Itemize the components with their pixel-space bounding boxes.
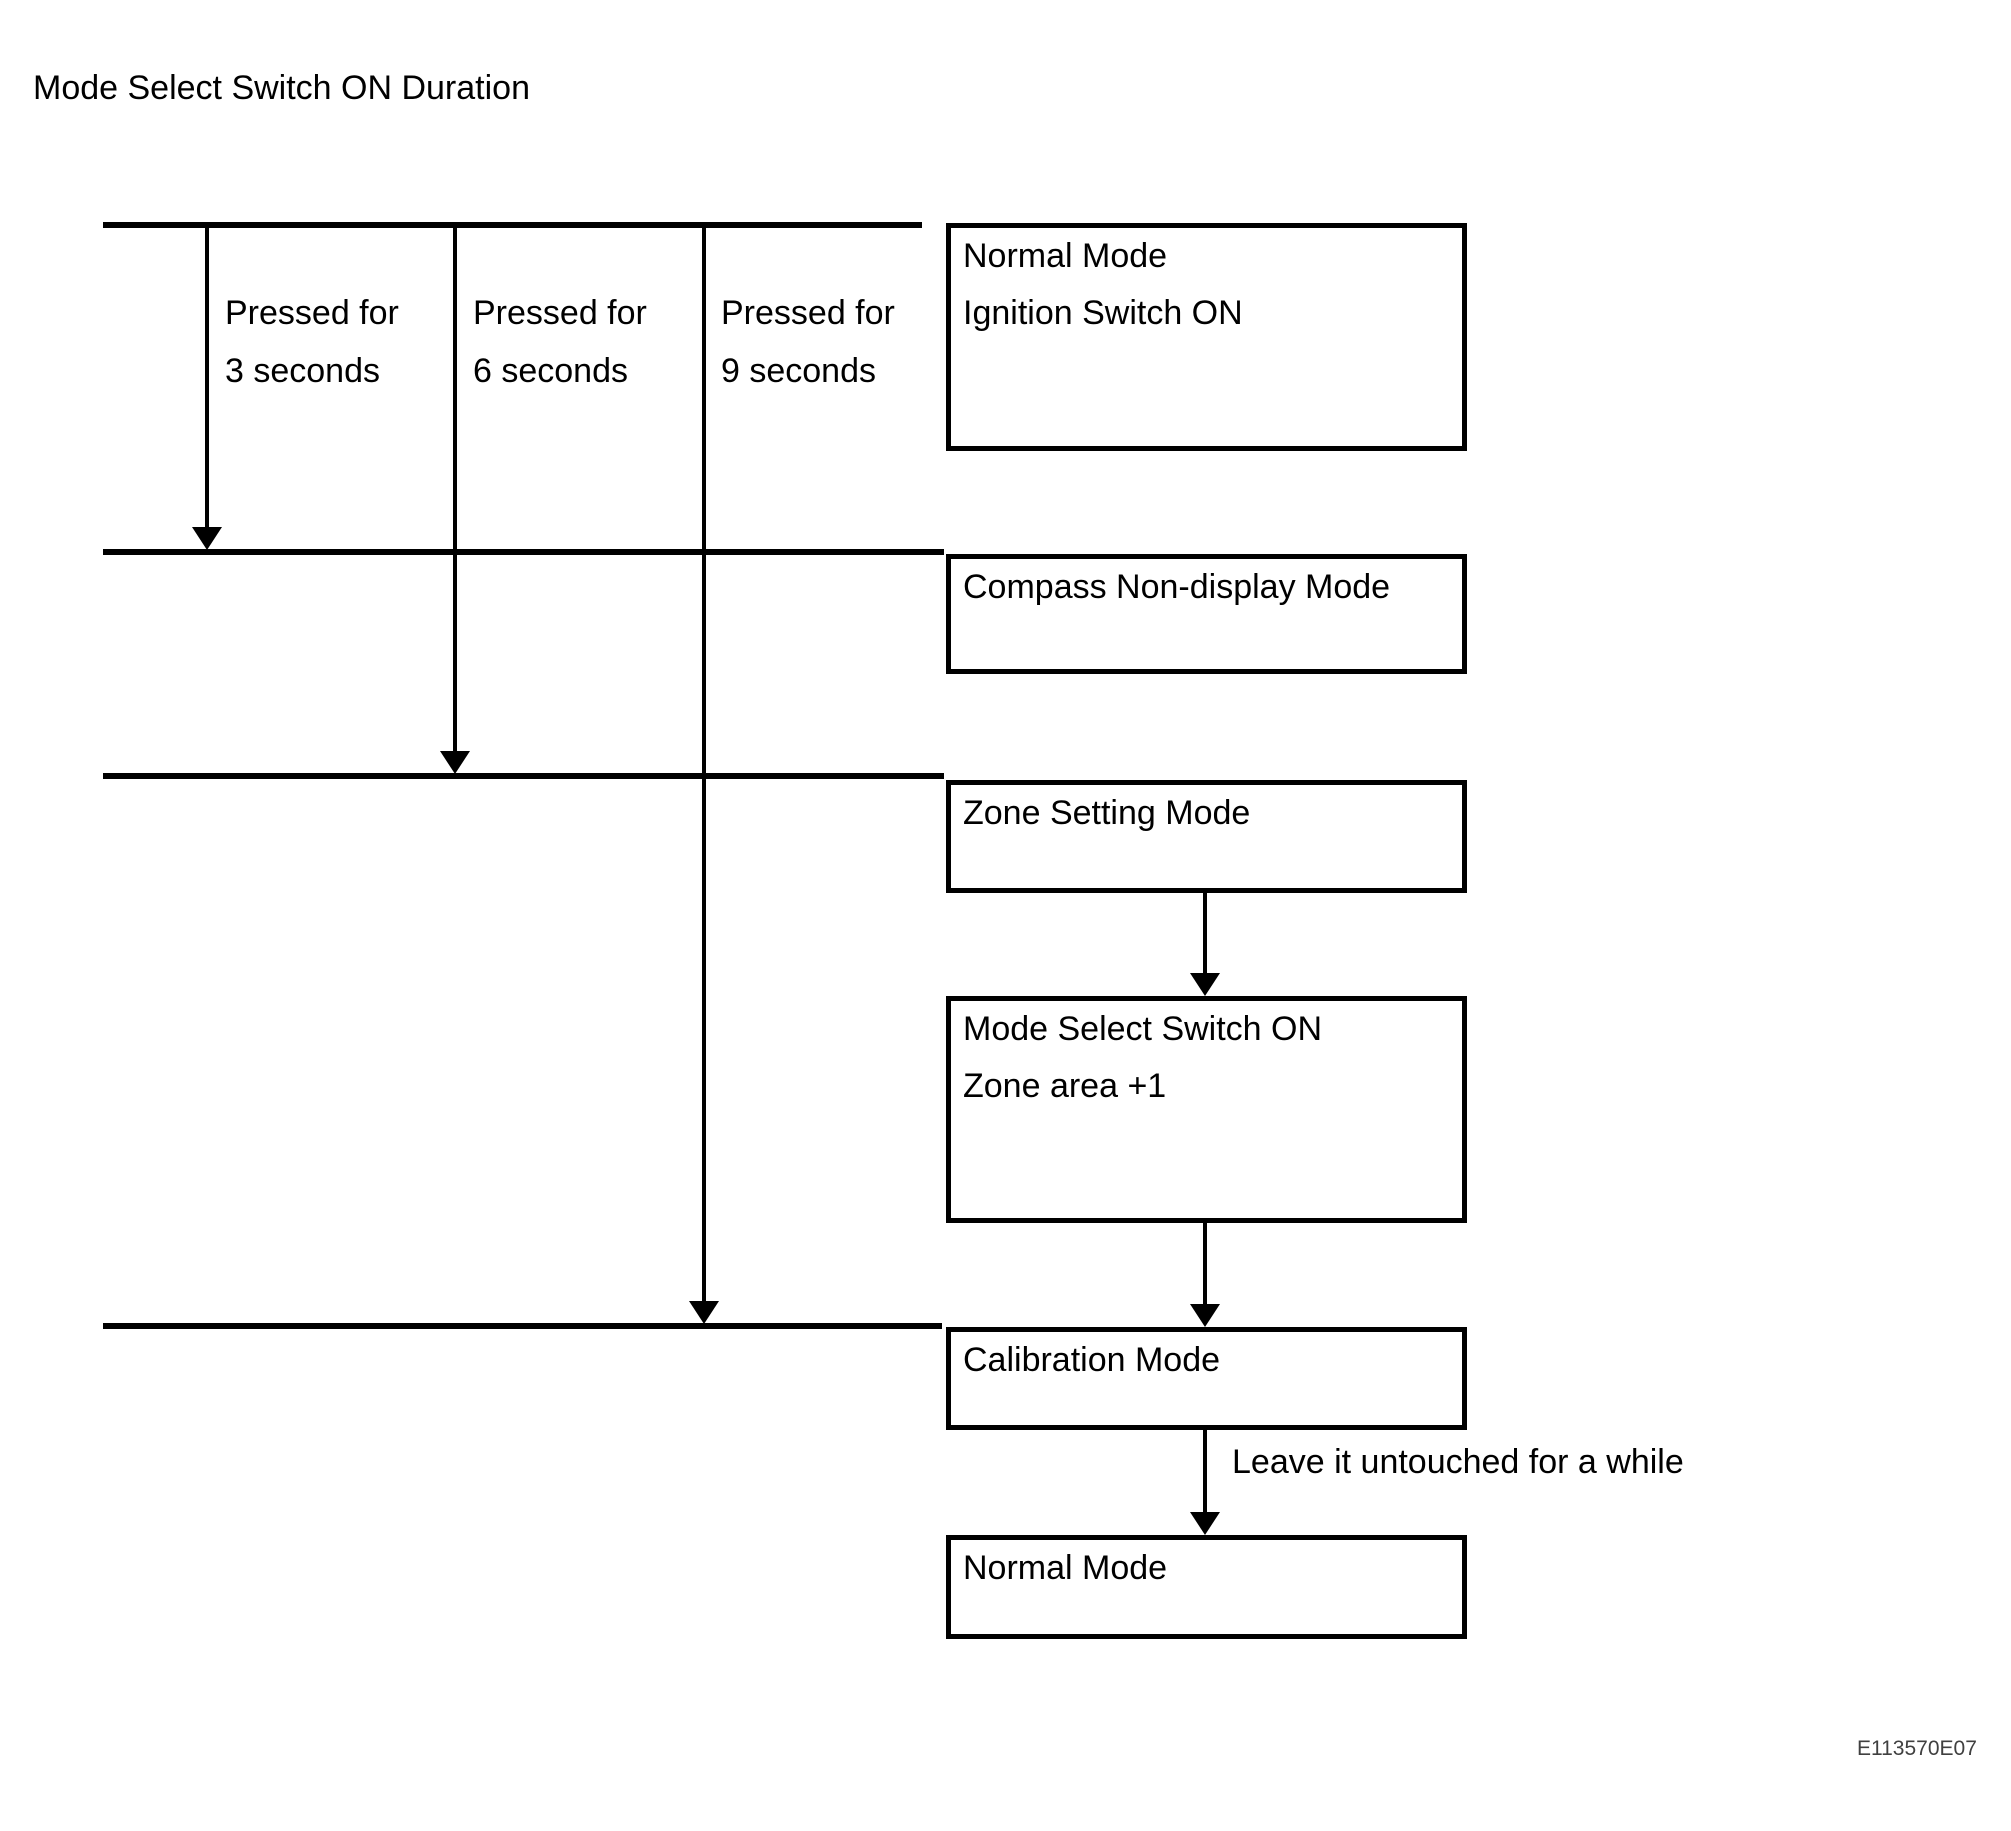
press-label-9s: Pressed for 9 seconds [721, 284, 895, 400]
press-label-9s-line1: Pressed for [721, 294, 895, 332]
mode-box-normal-start: Normal Mode Ignition Switch ON [946, 223, 1467, 451]
connector-zone-to-modeselect-line [1203, 893, 1207, 974]
connector-modeselect-to-calibration-arrowhead-icon [1190, 1304, 1220, 1327]
timeline-rule-3s [103, 549, 944, 555]
mode-box-calibration: Calibration Mode [946, 1327, 1467, 1430]
mode-box-mode-select-line1: Mode Select Switch ON [963, 1010, 1323, 1048]
connector-zone-to-modeselect-arrowhead-icon [1190, 973, 1220, 996]
connector-calibration-to-normal-arrowhead-icon [1190, 1512, 1220, 1535]
mode-box-mode-select-line2: Zone area +1 [963, 1067, 1167, 1105]
press-label-3s-line2: 3 seconds [225, 352, 380, 390]
mode-box-normal-start-line2: Ignition Switch ON [963, 294, 1243, 332]
press-9s-arrow-line [702, 225, 706, 1301]
timeline-rule-6s [103, 773, 944, 779]
mode-box-zone-setting: Zone Setting Mode [946, 780, 1467, 893]
connector-calibration-to-normal-line [1203, 1430, 1207, 1513]
press-6s-arrow-line [453, 225, 457, 751]
timeline-rule-start [103, 222, 922, 228]
mode-box-calibration-line1: Calibration Mode [963, 1341, 1221, 1379]
mode-box-normal-end: Normal Mode [946, 1535, 1467, 1639]
press-label-9s-line2: 9 seconds [721, 352, 876, 390]
press-label-6s-line1: Pressed for [473, 294, 647, 332]
leave-untouched-note: Leave it untouched for a while [1232, 1443, 1684, 1481]
mode-box-compass-non-display: Compass Non-display Mode [946, 554, 1467, 674]
mode-box-normal-end-line1: Normal Mode [963, 1549, 1168, 1587]
press-6s-arrowhead-icon [440, 751, 470, 774]
connector-modeselect-to-calibration-line [1203, 1223, 1207, 1305]
diagram-title: Mode Select Switch ON Duration [33, 69, 530, 107]
figure-code: E113570E07 [1857, 1737, 1977, 1760]
press-9s-arrowhead-icon [689, 1301, 719, 1324]
press-label-6s: Pressed for 6 seconds [473, 284, 647, 400]
mode-box-mode-select-switch-on: Mode Select Switch ON Zone area +1 [946, 996, 1467, 1223]
press-3s-arrow-line [205, 225, 209, 527]
mode-box-compass-line1: Compass Non-display Mode [963, 568, 1391, 606]
mode-box-zone-setting-line1: Zone Setting Mode [963, 794, 1251, 832]
mode-box-normal-start-line1: Normal Mode [963, 237, 1168, 275]
press-label-6s-line2: 6 seconds [473, 352, 628, 390]
press-3s-arrowhead-icon [192, 527, 222, 550]
press-label-3s-line1: Pressed for [225, 294, 399, 332]
timeline-rule-9s [103, 1323, 942, 1329]
press-label-3s: Pressed for 3 seconds [225, 284, 399, 400]
